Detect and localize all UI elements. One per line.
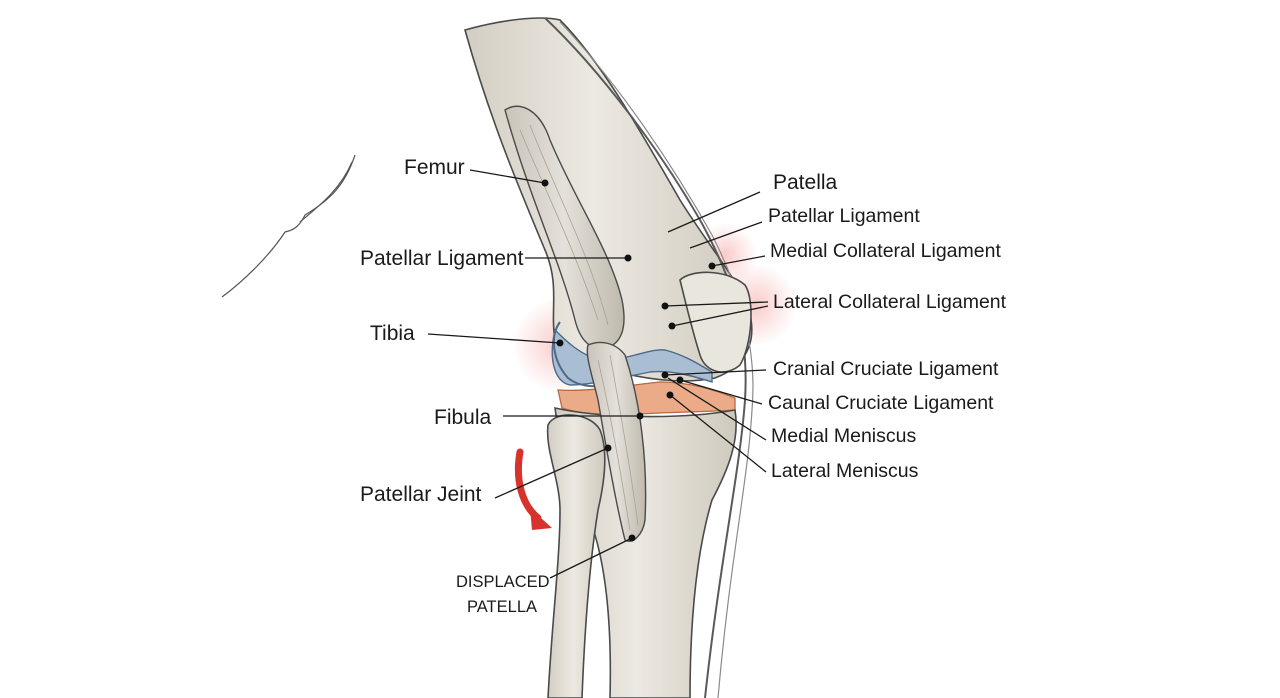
curved-arrow-down-icon xyxy=(518,452,552,530)
label-medial-meniscus: Medial Meniscus xyxy=(771,425,916,447)
label-patella: Patella xyxy=(773,171,838,194)
label-cranial-cruciate: Cranial Cruciate Ligament xyxy=(773,358,999,380)
label-displaced: DISPLACED xyxy=(456,573,550,591)
sketch-strokes xyxy=(222,155,355,297)
label-femur: Femur xyxy=(404,156,465,179)
label-caudal-cruciate: Caunal Cruciate Ligament xyxy=(768,392,994,414)
label-lateral-meniscus: Lateral Meniscus xyxy=(771,460,919,482)
label-lateral-collateral: Lateral Collateral Ligament xyxy=(773,291,1007,313)
label-patellar-joint: Patellar Jeint xyxy=(360,483,482,506)
meniscus-orange xyxy=(558,382,735,415)
label-medial-collateral: Medial Collateral Ligament xyxy=(770,240,1001,262)
fibula-bone xyxy=(548,415,605,698)
label-patellar-ligament-right: Patellar Ligament xyxy=(768,205,920,227)
label-fibula: Fibula xyxy=(434,406,492,429)
label-tibia: Tibia xyxy=(370,322,415,345)
label-patella-displaced: PATELLA xyxy=(467,598,537,616)
label-patellar-ligament-left: Patellar Ligament xyxy=(360,247,524,270)
